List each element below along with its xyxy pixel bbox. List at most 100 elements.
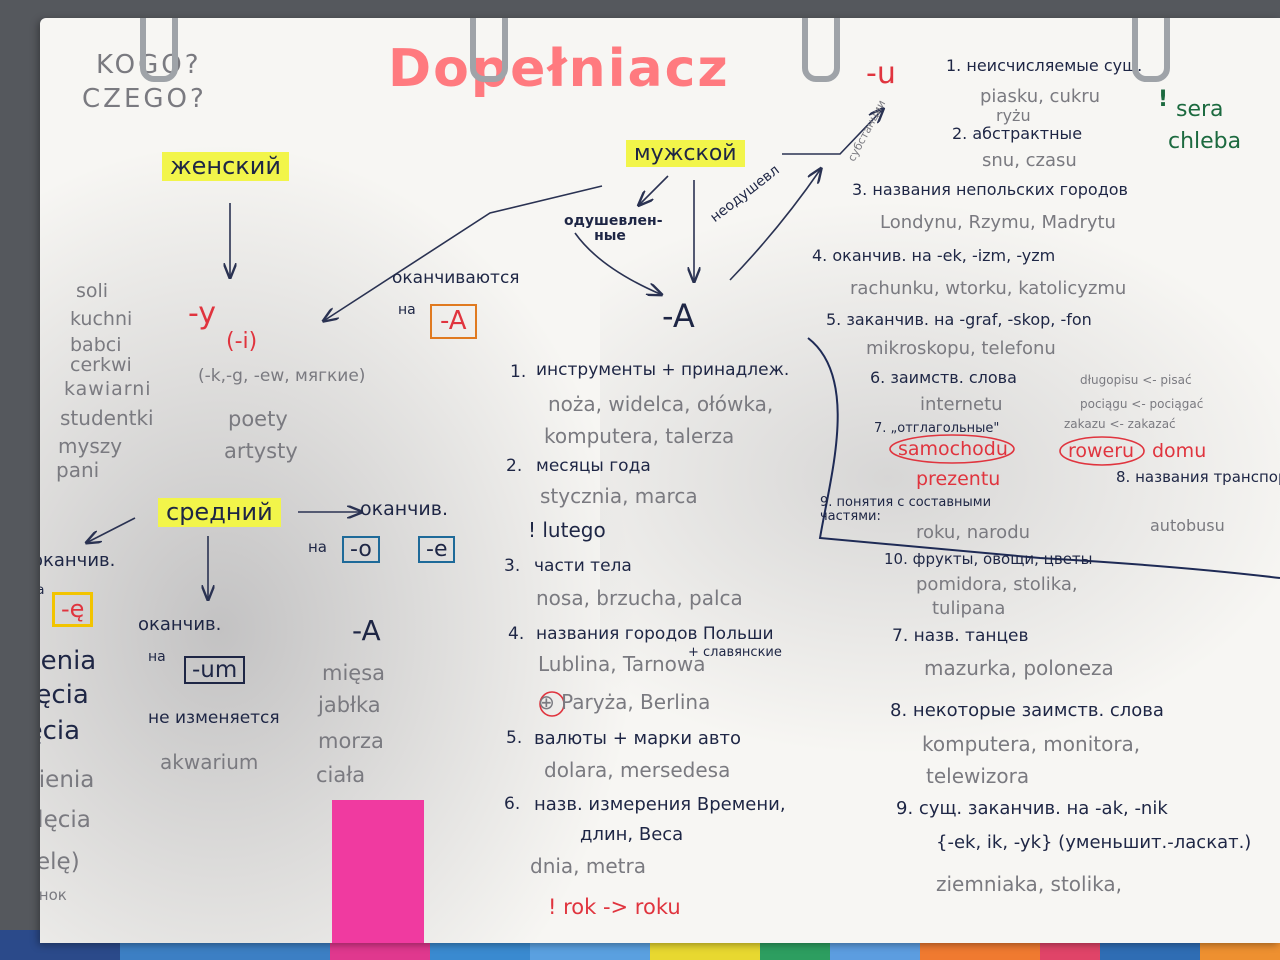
example-translation: теленок	[40, 886, 67, 904]
connector-arrows	[40, 18, 1280, 717]
list-side-note: zakazu <- zakazać	[1064, 417, 1176, 431]
question-czego: CZEGO?	[82, 84, 207, 114]
exception-word: chleba	[1168, 129, 1242, 154]
list-examples: ! rok -> roku	[548, 895, 681, 919]
list-title: месяцы года	[536, 456, 651, 476]
neuter-um-label: оканчив.	[138, 614, 222, 635]
list-examples: internetu	[920, 394, 1003, 415]
neuter-um-note: не изменяется	[148, 708, 280, 728]
example-word: cerkwi	[70, 354, 132, 376]
masculine-animate: одушевлен-ные	[564, 213, 663, 244]
example-word: babci	[70, 334, 122, 356]
neuter-e-prefix: на	[40, 583, 45, 598]
list-examples: komputera, talerza	[544, 424, 735, 448]
list-examples: komputera, monitora,	[922, 732, 1141, 756]
neuter-e-ending: -ięcia	[40, 716, 81, 746]
list-title: валюты + марки авто	[534, 728, 741, 749]
list-examples: dolara, mersedesa	[544, 758, 731, 782]
page-title: Dopełniacz	[388, 39, 730, 99]
neuter-ending-prefix: на	[308, 538, 327, 556]
list-side-note: pociągu <- pociągać	[1080, 397, 1204, 411]
list-examples: stycznia, marca	[540, 484, 698, 508]
list-examples: piasku, cukru	[980, 86, 1101, 107]
list-item-u: 10. фрукты, овощи, цветы	[884, 550, 1093, 568]
example-word: morza	[318, 729, 384, 753]
list-examples: ! lutego	[528, 518, 606, 542]
list-examples: nosa, brzucha, palca	[536, 586, 743, 610]
list-note: длин, Веса	[580, 824, 684, 845]
neuter-ending-o: -o	[342, 536, 380, 564]
list-title: назв. измерения Времени,	[534, 794, 786, 815]
list-title: инструменты + принадлеж.	[536, 360, 790, 380]
masculine-result-u: -u	[866, 56, 896, 91]
example-word: studentki	[60, 406, 154, 430]
pink-sticky-note	[332, 800, 424, 943]
list-examples: tulipana	[932, 598, 1006, 619]
binder-ring	[140, 18, 178, 82]
list-examples: autobusu	[1150, 516, 1225, 535]
binder-ring	[802, 18, 840, 82]
neuter-um-prefix: на	[148, 649, 166, 665]
list-title: названия городов Польши	[536, 624, 774, 644]
list-examples: pomidora, stolika,	[916, 574, 1078, 595]
exception-word: sera	[1176, 97, 1224, 122]
list-examples: snu, czasu	[982, 150, 1077, 171]
list-item-u: 7. „отглагольные"	[874, 421, 1000, 436]
example-word: soli	[76, 280, 109, 302]
example-word: jabłka	[318, 693, 381, 717]
feminine-ending-alt: (-i)	[226, 329, 258, 354]
list-examples: roku, narodu	[916, 522, 1031, 543]
list-number: 2.	[506, 456, 523, 476]
list-item-u: 1. неисчисляемые сущ.	[946, 56, 1143, 75]
list-number: 6.	[504, 794, 521, 814]
feminine-a-box: -A	[430, 304, 477, 340]
exception-mark: !	[1158, 87, 1169, 112]
list-examples: noża, widelca, ołówka,	[548, 392, 774, 416]
neuter-e-label: оканчив.	[40, 550, 116, 571]
list-item-u: 9. понятия с составными частями:	[820, 495, 992, 524]
neuter-e-ending: -ęcia	[40, 680, 89, 710]
list-examples: Londynu, Rzymu, Madrytu	[880, 212, 1116, 233]
list-examples: {-ek, ik, -yk} (уменьшит.-ласкат.)	[936, 832, 1252, 853]
list-note: + славянские	[688, 645, 782, 660]
example-word: myszy	[58, 434, 123, 458]
list-side-note: długopisu <- pisać	[1080, 373, 1192, 387]
list-examples: rachunku, wtorku, katolicyzmu	[850, 278, 1127, 299]
neuter-um-box: -um	[184, 656, 246, 685]
feminine-label: женский	[162, 152, 289, 182]
list-examples: ⊕ Paryża, Berlina	[538, 690, 711, 714]
feminine-ending-note: (-k,-g, -ew, мягкие)	[198, 366, 366, 386]
list-examples: dnia, metra	[530, 854, 647, 878]
example-word: pani	[56, 458, 100, 482]
list-item-u: 7. назв. танцев	[892, 626, 1029, 646]
list-number: 4.	[508, 624, 525, 644]
list-title: части тела	[534, 556, 632, 576]
list-examples: mikroskopu, telefonu	[866, 338, 1056, 359]
list-item-u: 4. оканчив. на -ek, -izm, -yzm	[812, 246, 1056, 265]
list-number: 1.	[510, 362, 527, 382]
example-word: kuchni	[70, 308, 133, 330]
list-item-u: 9. сущ. заканчив. на -ak, -nik	[896, 798, 1168, 819]
list-item-u: 5. заканчив. на -graf, -skop, -fon	[826, 310, 1092, 329]
neuter-ending-result: -A	[352, 614, 381, 647]
list-examples: Lublina, Tarnowa	[538, 652, 706, 676]
list-examples: telewizora	[926, 764, 1030, 788]
circled-word: domu	[1152, 440, 1207, 462]
list-number: 5.	[506, 728, 523, 748]
list-examples: ziemniaka, stolika,	[936, 872, 1122, 896]
example-word: akwarium	[160, 750, 259, 774]
list-examples: ryżu	[996, 106, 1031, 125]
neuter-ending-e: -e	[418, 536, 456, 564]
masculine-result-a: -A	[662, 297, 695, 335]
example-word: cielęcia	[40, 807, 91, 833]
example-word: (cielę)	[40, 849, 80, 875]
example-word: mięsa	[322, 661, 386, 685]
feminine-a-label: оканчиваются	[392, 268, 520, 288]
list-item-u: 6. заимств. слова	[870, 368, 1017, 387]
circled-word: prezentu	[916, 468, 1001, 490]
binder-ring	[470, 18, 508, 82]
list-item-u: 3. названия непольских городов	[852, 180, 1128, 199]
example-word: artysty	[224, 439, 298, 463]
neuter-e-ending: -ienia	[40, 646, 97, 676]
example-word: ciała	[316, 763, 366, 787]
